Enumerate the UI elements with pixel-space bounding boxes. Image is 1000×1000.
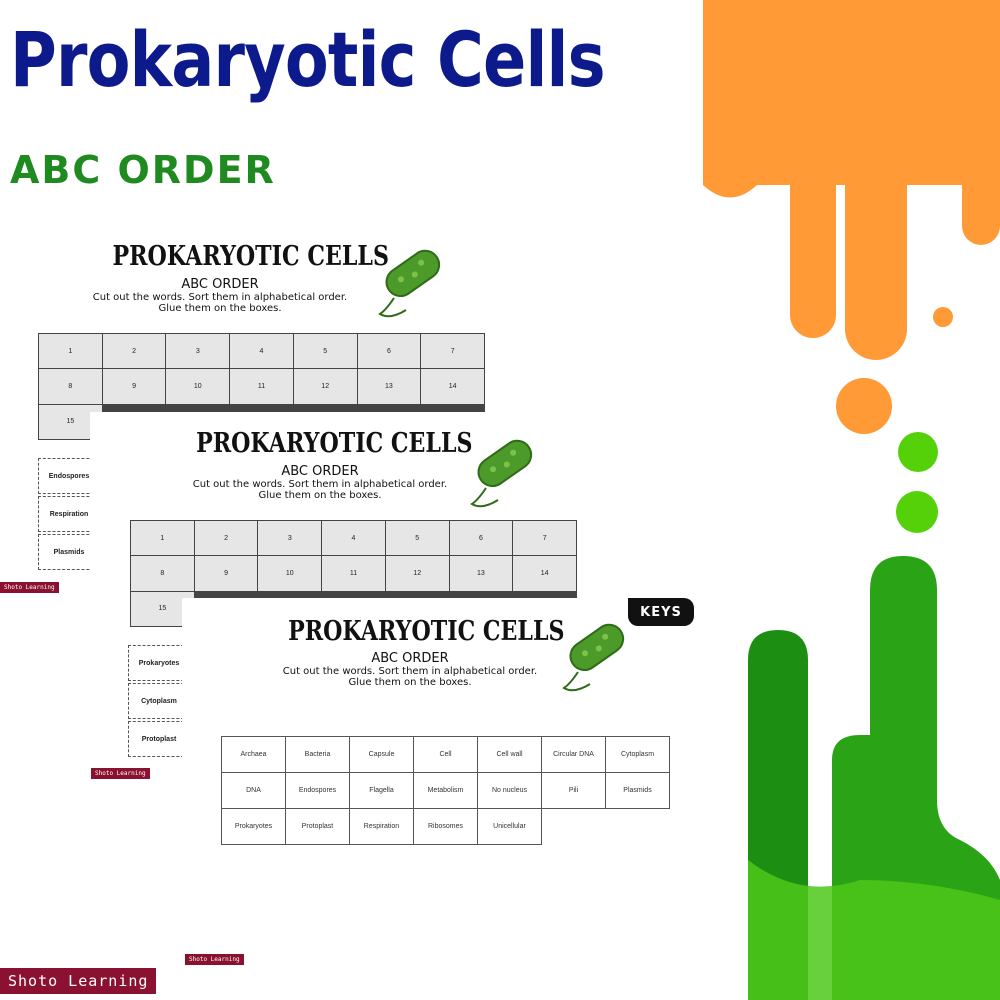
grid-cell: 6 <box>357 334 421 369</box>
instruction-line-1: Cut out the words. Sort them in alphabet… <box>192 479 448 490</box>
keys-badge: KEYS <box>628 598 694 626</box>
answer-cell: Endospores <box>285 772 350 809</box>
grid-cell: 9 <box>194 556 258 591</box>
cut-word: Prokaryotes <box>128 645 189 681</box>
worksheet-title: PROKARYOTIC CELLS <box>288 616 565 647</box>
answer-cell: Unicellular <box>477 808 542 845</box>
bacteria-icon <box>562 623 625 692</box>
cut-word: Cytoplasm <box>128 683 189 719</box>
answer-cell: Cell wall <box>477 736 542 773</box>
answer-cell: Respiration <box>349 808 414 845</box>
brand-label: Shoto Learning <box>0 582 59 593</box>
cut-word: Plasmids <box>38 534 99 570</box>
answer-cell: Metabolism <box>413 772 478 809</box>
brand-label: Shoto Learning <box>185 954 244 965</box>
grid-cell: 13 <box>357 369 421 404</box>
page-subtitle: ABC ORDER <box>10 148 276 192</box>
answer-cell: Flagella <box>349 772 414 809</box>
bacteria-icon <box>470 439 533 508</box>
grid-cell: 3 <box>166 334 230 369</box>
orange-drip <box>703 0 1000 434</box>
worksheet-subtitle: ABC ORDER <box>181 277 259 292</box>
cut-word: Protoplast <box>128 721 189 757</box>
instruction-line-1: Cut out the words. Sort them in alphabet… <box>92 292 348 303</box>
worksheet-preview-2: PROKARYOTIC CELLS ABC ORDER Cut out the … <box>90 412 600 782</box>
green-drip <box>748 432 1000 1000</box>
answer-cell: Circular DNA <box>541 736 606 773</box>
answer-cell: Ribosomes <box>413 808 478 845</box>
grid-cell: 5 <box>293 334 357 369</box>
answer-cell: Cell <box>413 736 478 773</box>
grid-cell: 4 <box>322 521 385 556</box>
numbered-grid: 1 2 3 4 5 6 7 8 9 10 11 12 13 14 15 <box>130 520 577 627</box>
cut-word: Respiration <box>38 496 99 532</box>
grid-cell: 11 <box>230 369 293 404</box>
worksheet-title: PROKARYOTIC CELLS <box>196 428 473 459</box>
grid-cell: 1 <box>39 334 102 369</box>
worksheet-instructions: Cut out the words. Sort them in alphabet… <box>260 666 560 688</box>
brand-label: Shoto Learning <box>91 768 150 779</box>
grid-cell: 1 <box>131 521 194 556</box>
answer-cell: Prokaryotes <box>221 808 286 845</box>
grid-cell: 5 <box>385 521 449 556</box>
grid-cell: 11 <box>322 556 385 591</box>
grid-cell: 12 <box>385 556 449 591</box>
grid-cell: 12 <box>293 369 357 404</box>
instruction-line-2: Glue them on the boxes. <box>158 303 282 314</box>
grid-cell: 2 <box>102 334 166 369</box>
instruction-line-1: Cut out the words. Sort them in alphabet… <box>282 666 538 677</box>
grid-cell: 10 <box>166 369 230 404</box>
page-title: Prokaryotic Cells <box>10 15 606 104</box>
brand-label-large: Shoto Learning <box>0 968 157 994</box>
grid-cell: 7 <box>421 334 484 369</box>
numbered-grid: 1 2 3 4 5 6 7 8 9 10 11 12 13 14 15 <box>38 333 485 440</box>
answer-cell: Pili <box>541 772 606 809</box>
grid-cell: 8 <box>131 556 194 591</box>
grid-cell: 14 <box>421 369 484 404</box>
grid-cell: 3 <box>258 521 322 556</box>
grid-cell: 2 <box>194 521 258 556</box>
grid-cell: 7 <box>513 521 576 556</box>
answer-cell: Bacteria <box>285 736 350 773</box>
grid-cell: 10 <box>258 556 322 591</box>
worksheet-preview-keys: PROKARYOTIC CELLS ABC ORDER Cut out the … <box>182 598 702 968</box>
answer-cell: Capsule <box>349 736 414 773</box>
grid-cell: 13 <box>449 556 513 591</box>
grid-cell: 8 <box>39 369 102 404</box>
answer-cell: Plasmids <box>605 772 670 809</box>
grid-cell: 9 <box>102 369 166 404</box>
cut-word-list: Prokaryotes Cytoplasm Protoplast <box>128 645 189 759</box>
instruction-line-2: Glue them on the boxes. <box>258 490 382 501</box>
grid-cell: 6 <box>449 521 513 556</box>
bacteria-icon <box>378 249 441 318</box>
cut-word-list: Endospores Respiration Plasmids <box>38 458 99 572</box>
grid-cell: 4 <box>230 334 293 369</box>
cut-word: Endospores <box>38 458 99 494</box>
worksheet-subtitle: ABC ORDER <box>371 651 449 666</box>
worksheet-instructions: Cut out the words. Sort them in alphabet… <box>170 479 470 501</box>
answer-cell: Archaea <box>221 736 286 773</box>
answer-cell: Protoplast <box>285 808 350 845</box>
worksheet-subtitle: ABC ORDER <box>281 464 359 479</box>
answer-cell: DNA <box>221 772 286 809</box>
worksheet-instructions: Cut out the words. Sort them in alphabet… <box>70 292 370 314</box>
answer-cell: No nucleus <box>477 772 542 809</box>
answer-key-grid: Archaea Bacteria Capsule Cell Cell wall … <box>221 736 670 845</box>
grid-cell: 14 <box>513 556 576 591</box>
answer-cell: Cytoplasm <box>605 736 670 773</box>
instruction-line-2: Glue them on the boxes. <box>348 677 472 688</box>
worksheet-title: PROKARYOTIC CELLS <box>112 241 389 272</box>
